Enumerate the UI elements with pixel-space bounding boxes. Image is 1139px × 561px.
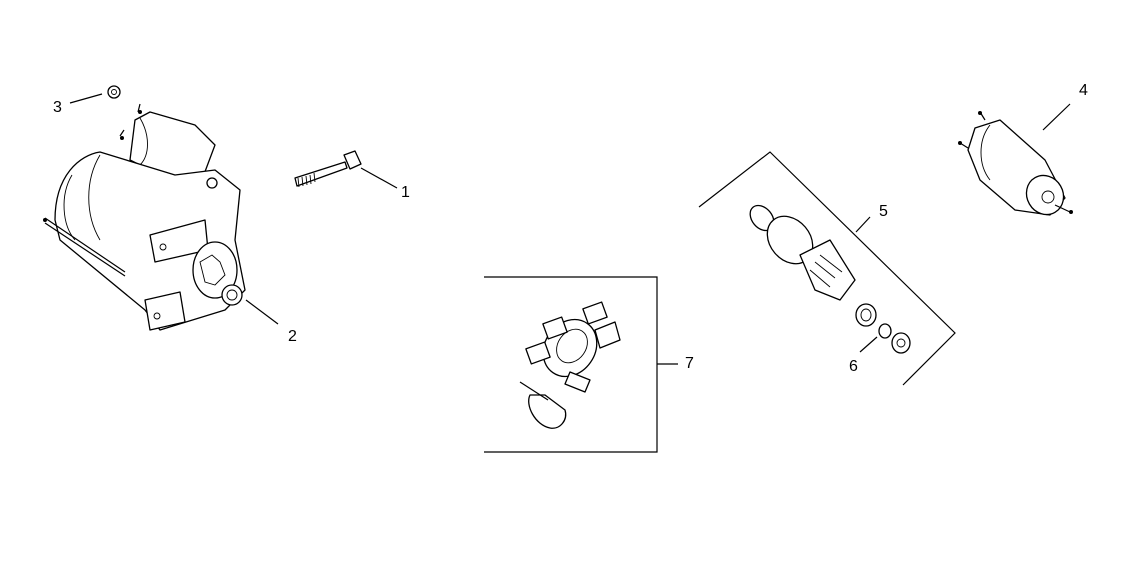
callout-1: 1: [401, 184, 410, 201]
bolt-part-1: [294, 150, 398, 189]
callout-2: 2: [288, 328, 297, 345]
callout-3: 3: [53, 99, 62, 116]
callout-5: 5: [879, 203, 888, 220]
callout-7: 7: [685, 355, 694, 372]
callout-4: 4: [1079, 82, 1088, 99]
solenoid-part-4: [958, 103, 1073, 216]
drive-kit-part-5: [698, 151, 956, 386]
callout-6: 6: [849, 358, 858, 375]
brush-holder-part-7: [484, 276, 678, 453]
starter-motor-part-2: [43, 103, 279, 331]
nut-part-3: [69, 85, 121, 104]
